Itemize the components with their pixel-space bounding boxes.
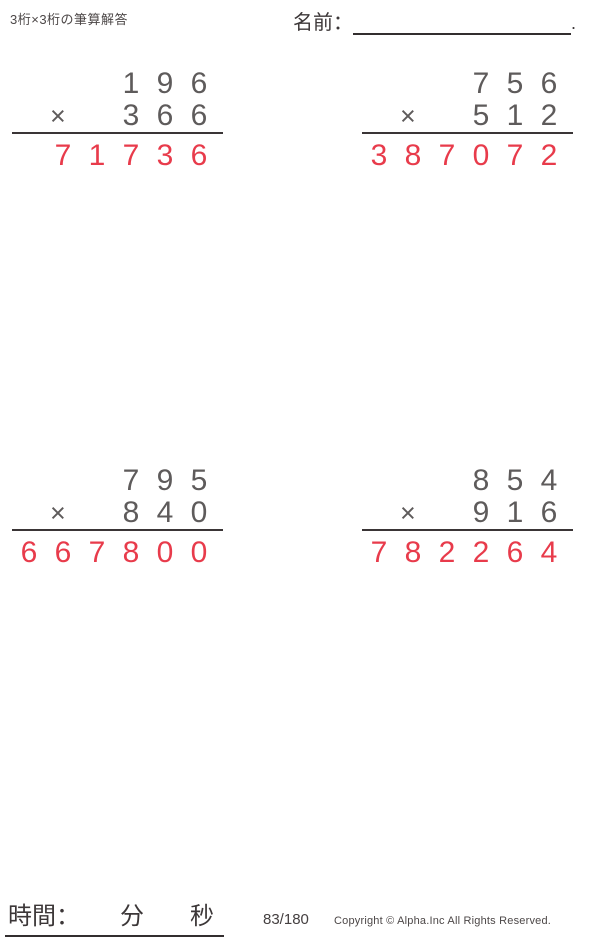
- time-label: 時間：: [8, 903, 80, 930]
- page-number: 83/180: [263, 911, 309, 928]
- digit: 5: [506, 67, 524, 100]
- name-input-line: [353, 13, 571, 35]
- digit: 7: [122, 464, 140, 497]
- digit: 0: [156, 536, 174, 569]
- digit: 6: [20, 536, 38, 569]
- minutes-label: 分: [120, 903, 144, 930]
- multiply-operator: ×: [50, 101, 66, 131]
- digit: 1: [506, 99, 524, 132]
- digit: 4: [156, 496, 174, 529]
- digit: 3: [156, 139, 174, 172]
- digit: 7: [370, 536, 388, 569]
- page-title: 3桁×3桁の筆算解答: [10, 12, 129, 27]
- digit: 8: [404, 536, 422, 569]
- digit: 9: [472, 496, 490, 529]
- answer-line: [362, 132, 573, 134]
- answer-line: [362, 529, 573, 531]
- copyright-text: Copyright © Alpha.Inc All Rights Reserve…: [334, 915, 552, 927]
- name-field: 名前：.: [293, 6, 576, 35]
- digit: 1: [88, 139, 106, 172]
- digit: 3: [370, 139, 388, 172]
- digit: 9: [156, 67, 174, 100]
- digit: 9: [156, 464, 174, 497]
- digit: 7: [54, 139, 72, 172]
- answer-line: [12, 529, 223, 531]
- digit: 6: [506, 536, 524, 569]
- digit: 5: [472, 99, 490, 132]
- digit: 7: [506, 139, 524, 172]
- digit: 0: [190, 496, 208, 529]
- digit: 8: [122, 496, 140, 529]
- digit: 4: [540, 536, 558, 569]
- digit: 6: [156, 99, 174, 132]
- digit: 8: [122, 536, 140, 569]
- digit: 6: [540, 67, 558, 100]
- digit: 2: [540, 139, 558, 172]
- digit: 1: [122, 67, 140, 100]
- name-label: 名前：: [293, 12, 353, 34]
- multiply-operator: ×: [400, 498, 416, 528]
- digit: 6: [54, 536, 72, 569]
- digit: 6: [540, 496, 558, 529]
- digit: 8: [472, 464, 490, 497]
- digit: 1: [506, 496, 524, 529]
- digit: 5: [190, 464, 208, 497]
- digit: 6: [190, 139, 208, 172]
- seconds-label: 秒: [190, 903, 214, 930]
- digit: 7: [472, 67, 490, 100]
- digit: 8: [404, 139, 422, 172]
- digit: 3: [122, 99, 140, 132]
- digit: 2: [438, 536, 456, 569]
- time-field: 時間： 分 秒: [5, 896, 224, 937]
- name-line-period: .: [571, 13, 577, 33]
- digit: 7: [438, 139, 456, 172]
- multiply-operator: ×: [400, 101, 416, 131]
- digit: 4: [540, 464, 558, 497]
- answer-line: [12, 132, 223, 134]
- digit: 6: [190, 67, 208, 100]
- digit: 6: [190, 99, 208, 132]
- digit: 2: [472, 536, 490, 569]
- multiply-operator: ×: [50, 498, 66, 528]
- digit: 2: [540, 99, 558, 132]
- digit: 7: [122, 139, 140, 172]
- digit: 5: [506, 464, 524, 497]
- digit: 0: [190, 536, 208, 569]
- digit: 7: [88, 536, 106, 569]
- digit: 0: [472, 139, 490, 172]
